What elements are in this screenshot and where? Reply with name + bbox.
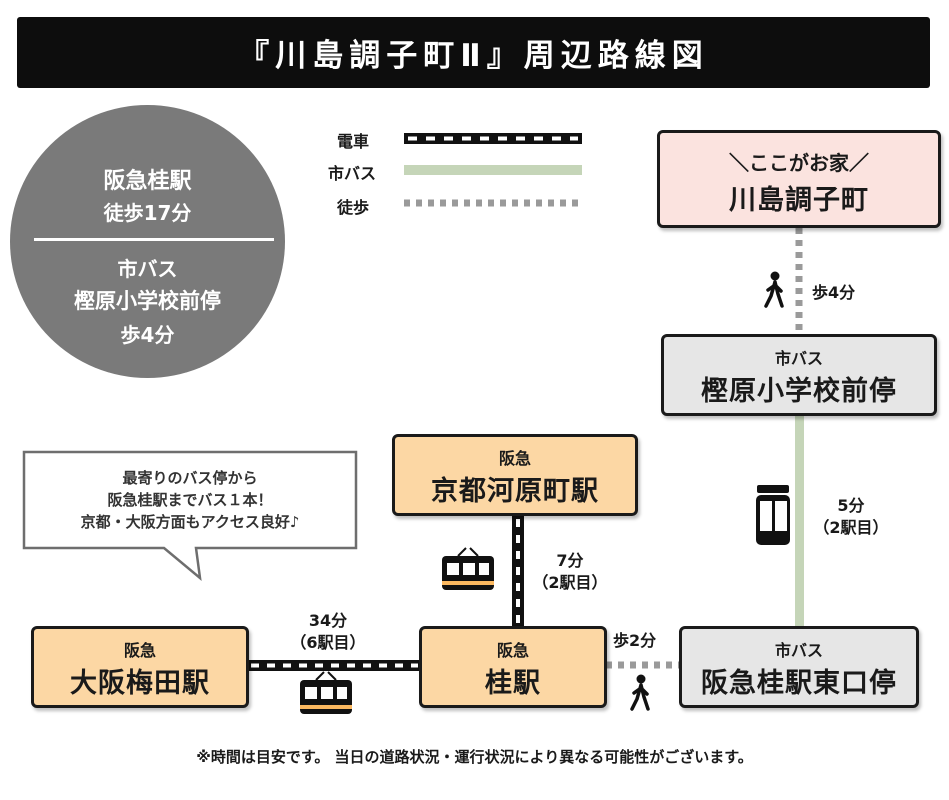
- kyoto-ride-stops: （2駅目）: [532, 573, 608, 592]
- footer-note: ※時間は目安です。 当日の道路状況・運行状況により異なる可能性がございます。: [196, 748, 753, 766]
- bus-ride-time: 5分 （2駅目）: [812, 495, 890, 539]
- bus-stop-school: 市バス 樫原小学校前停: [661, 334, 937, 416]
- station-kyoto-name: 京都河原町駅: [431, 476, 599, 507]
- summary-bus-walk: 歩4分: [120, 323, 175, 347]
- bus-icon: [756, 485, 790, 545]
- speech-bubble: [22, 450, 358, 582]
- osaka-ride-stops: （6駅目）: [290, 633, 366, 652]
- summary-divider: [34, 238, 274, 241]
- speech-bubble-text: 最寄りのバス停から 阪急桂駅までバス１本！ 京都・大阪方面もアクセス良好♪: [26, 467, 354, 533]
- station-katsura: 阪急 桂駅: [419, 626, 607, 708]
- station-kyoto-kawaramachi: 阪急 京都河原町駅: [392, 434, 638, 516]
- train-line-kyoto: [512, 516, 524, 626]
- kyoto-ride-time: 7分 （2駅目）: [528, 550, 612, 594]
- bus-stop-school-type: 市バス: [774, 349, 823, 368]
- station-katsura-name: 桂駅: [485, 668, 541, 699]
- walking-person-icon: [630, 674, 650, 711]
- kyoto-ride-minutes: 7分: [556, 551, 584, 570]
- title-bar: 『川島調子町Ⅱ』周辺路線図: [17, 17, 930, 88]
- home-name: 川島調子町: [729, 185, 869, 216]
- bubble-line-1: 最寄りのバス停から: [122, 469, 258, 487]
- legend-walk-label: 徒歩: [337, 198, 370, 217]
- bus-ride-stops: （2駅目）: [813, 518, 889, 537]
- walk-home-time: 歩4分: [812, 283, 856, 302]
- access-summary-circle: 阪急桂駅 徒歩17分 市バス 樫原小学校前停 歩4分: [10, 105, 285, 378]
- summary-bus: 市バス: [117, 257, 178, 281]
- bus-ride-minutes: 5分: [837, 496, 865, 515]
- osaka-ride-minutes: 34分: [308, 611, 348, 630]
- bubble-line-3: 京都・大阪方面もアクセス良好♪: [80, 513, 300, 531]
- summary-walk-time: 徒歩17分: [103, 201, 192, 225]
- walking-person-icon: [764, 271, 784, 308]
- train-icon: [300, 671, 352, 714]
- summary-bus-stop: 樫原小学校前停: [74, 289, 221, 313]
- legend-bus-label: 市バス: [328, 164, 377, 183]
- page-title: 『川島調子町Ⅱ』周辺路線図: [238, 38, 709, 74]
- home-tag: ＼ここがお家／: [729, 151, 869, 175]
- home-box: ＼ここがお家／ 川島調子町: [657, 130, 941, 228]
- walk-transfer-time: 歩2分: [613, 631, 657, 650]
- osaka-ride-time: 34分 （6駅目）: [288, 610, 368, 654]
- train-icon: [442, 547, 494, 590]
- bus-stop-katsura-east: 市バス 阪急桂駅東口停: [679, 626, 919, 708]
- bus-stop-east-type: 市バス: [774, 641, 823, 660]
- station-osaka-name: 大阪梅田駅: [70, 668, 210, 699]
- bus-stop-east-name: 阪急桂駅東口停: [701, 668, 897, 699]
- legend-train-label: 電車: [337, 132, 370, 151]
- summary-station: 阪急桂駅: [103, 169, 192, 194]
- station-kyoto-line: 阪急: [498, 449, 531, 468]
- legend-train-line: [404, 133, 582, 144]
- station-osaka-line: 阪急: [123, 641, 156, 660]
- bus-stop-school-name: 樫原小学校前停: [701, 376, 897, 407]
- station-osaka-umeda: 阪急 大阪梅田駅: [31, 626, 249, 708]
- bus-route-line: [795, 416, 804, 626]
- station-katsura-line: 阪急: [496, 641, 529, 660]
- legend-bus-line: [404, 165, 582, 175]
- bubble-line-2: 阪急桂駅までバス１本！: [107, 491, 273, 509]
- train-line-osaka: [248, 660, 420, 671]
